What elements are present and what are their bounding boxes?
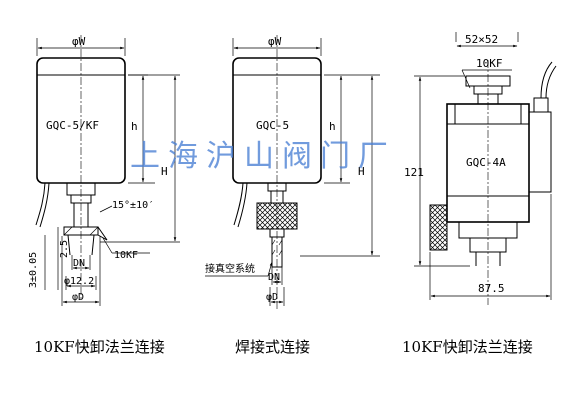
view-gqc-5-kf: GQC-5/KF φW h H 15°±10′ [28, 35, 180, 306]
vacuum-note: 接真空系统 [205, 262, 255, 275]
model-label: GQC-5/KF [46, 119, 99, 132]
caption-center: 焊接式连接 [235, 338, 310, 356]
h-dim: h [131, 120, 138, 133]
knurled-nut [256, 202, 298, 230]
H-dim: H [161, 165, 168, 178]
phid-dim: φD [266, 292, 278, 303]
knurled-knob [429, 204, 448, 251]
model-label: GQC-4A [466, 156, 506, 169]
flange-label: 10KF [114, 250, 138, 261]
phid-dim: φD [72, 292, 84, 303]
width-dim: φW [268, 35, 282, 48]
dn-dim: DN [268, 272, 280, 283]
caption-right: 10KF快卸法兰连接 [402, 338, 533, 356]
length-dim: 87.5 [478, 282, 505, 295]
angle-dim: 15°±10′ [112, 200, 154, 211]
view-gqc-5: GQC-5 φW h H 接真空系统 [205, 35, 380, 310]
view-gqc-4a: 52×52 10KF GQC-4A 121 [404, 32, 557, 305]
watermark-text: 上海沪山阀门厂 [130, 139, 396, 174]
width-dim: φW [72, 35, 86, 48]
d2-dim: 2.5 [59, 240, 70, 258]
d12-dim: φ12.2 [64, 276, 94, 287]
h-dim: h [329, 120, 336, 133]
height-dim: 121 [404, 166, 424, 179]
flange-label: 10KF [476, 57, 503, 70]
caption-left: 10KF快卸法兰连接 [34, 338, 165, 356]
dn-dim: DN [73, 258, 85, 269]
H-dim: H [358, 165, 365, 178]
model-label: GQC-5 [256, 119, 289, 132]
d1-dim: 3±0.05 [28, 252, 39, 288]
size-dim: 52×52 [465, 33, 498, 46]
